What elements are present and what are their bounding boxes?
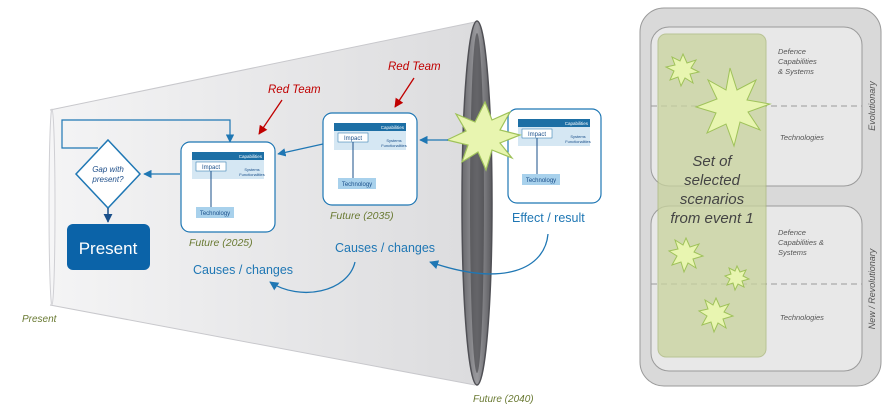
scenario-text-line4: from event 1 [670,210,753,227]
red-team-arrow-1 [258,99,283,135]
present-box-label: Present [79,239,138,258]
future-2035-label: Future (2035) [330,210,394,222]
present-box: Present [67,224,150,270]
panel-top-capabilities-line2: Capabilities [778,57,817,66]
causes-arrow-2035 [269,261,356,294]
future-2025-label: Future (2025) [189,237,253,249]
causes-arrow-effect [429,233,549,275]
card-2035-systems: Systems [386,138,401,143]
panel-side-evolutionary: Evolutionary [867,81,877,131]
scenario-burst-large [694,67,772,148]
scenario-text-line3: scenarios [680,191,745,208]
card-2035-technology: Technology [342,182,372,188]
gap-label-line2: present? [91,175,124,184]
panel-bottom-capabilities-line2: Capabilities & [778,238,824,247]
panel-bottom-capabilities-line3: Systems [778,248,807,257]
effect-label: Effect / result [512,211,585,225]
card-effect-functionalities: Functionalities [565,139,591,144]
card-effect-capabilities: Capabilities [565,121,589,126]
panel-bottom-technologies: Technologies [780,313,824,322]
cone-left-end [48,108,56,306]
scenario-text-line2: selected [684,172,741,189]
future-2025-card: Capabilities Impact Systems Functionalit… [180,141,276,233]
feedback-loop-line [61,119,235,149]
causes-changes-label-2035: Causes / changes [335,241,435,255]
card-2025-technology: Technology [200,211,230,217]
panel-top-capabilities-line1: Defence [778,47,806,56]
card-2025-capabilities: Capabilities [239,154,263,159]
card-effect-technology: Technology [526,178,556,184]
scenario-burst-small-4 [697,296,735,334]
scenario-burst-small-3 [723,264,751,292]
card-2025-impact: Impact [202,165,220,171]
red-team-label-1: Red Team [268,84,321,96]
card-2035-impact: Impact [344,136,362,142]
card-effect-impact: Impact [528,132,546,138]
card-2035-capabilities: Capabilities [381,125,405,130]
cone-left-label: Present [22,314,58,325]
card-2035-functionalities: Functionalities [381,143,407,148]
scenario-burst-small-2 [667,236,705,274]
effect-card: Capabilities Impact Systems Functionalit… [507,108,602,204]
panel-top-technologies: Technologies [780,133,824,142]
card-effect-systems: Systems [570,134,585,139]
gap-label-line1: Gap with [92,165,124,174]
red-team-arrow-2 [394,77,415,108]
scenario-burst-small-1 [664,52,701,88]
red-team-label-2: Red Team [388,61,441,73]
card-2025-systems: Systems [244,167,259,172]
2035-to-2025-arrow [277,143,324,157]
causes-changes-label-2025: Causes / changes [193,263,293,277]
future-2035-card: Capabilities Impact Systems Functionalit… [322,112,418,206]
panel-bottom-capabilities-line1: Defence [778,228,806,237]
scenario-text-line1: Set of [692,153,733,170]
panel-top-capabilities-line3: & Systems [778,67,814,76]
cone-right-label: Future (2040) [473,394,534,405]
panel-side-revolutionary: New / Revolutionary [867,248,877,329]
event-starburst [445,100,522,172]
card-2025-functionalities: Functionalities [239,172,265,177]
